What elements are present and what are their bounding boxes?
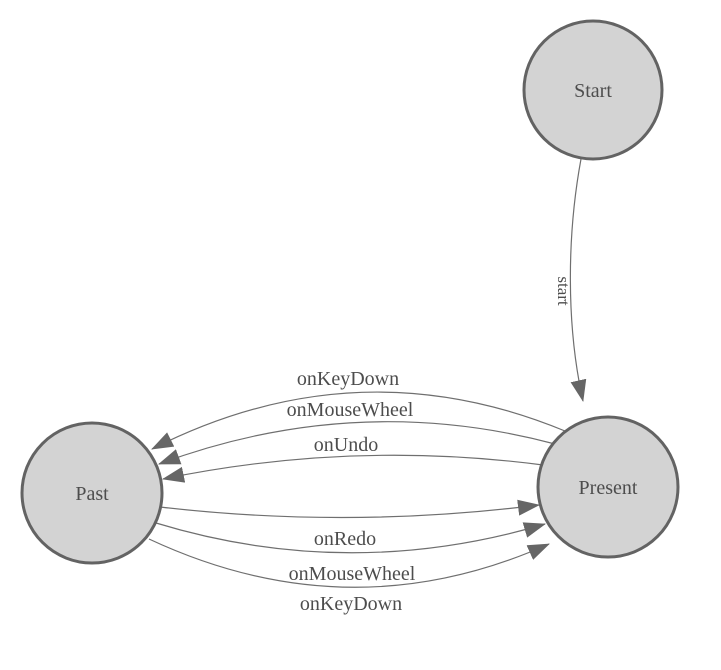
edge-present-to-past-onkeydown[interactable]	[151, 391, 566, 450]
node-present[interactable]: Present	[536, 415, 680, 559]
edge-label-onmousewheel-bottom: onMouseWheel	[289, 563, 416, 585]
edge-past-to-present-onkeydown[interactable]	[148, 538, 550, 588]
node-start-label: Start	[574, 80, 612, 102]
edge-label-onkeydown-top: onKeyDown	[297, 368, 399, 390]
edge-past-to-present-onmousewheel[interactable]	[155, 522, 546, 554]
node-past-label: Past	[75, 483, 109, 505]
edge-label-onredo: onRedo	[314, 528, 376, 550]
node-past-circle[interactable]	[20, 421, 164, 565]
edge-past-to-present-onredo[interactable]	[159, 499, 540, 519]
edge-label-onundo: onUndo	[314, 434, 378, 456]
edge-present-to-past-onundo[interactable]	[162, 454, 544, 483]
node-present-label: Present	[579, 477, 638, 499]
node-start[interactable]: Start	[522, 19, 664, 161]
node-start-circle[interactable]	[522, 19, 664, 161]
node-present-circle[interactable]	[536, 415, 680, 559]
node-past[interactable]: Past	[20, 421, 164, 565]
edge-label-onkeydown-bottom: onKeyDown	[300, 593, 402, 615]
edge-label-start: start	[554, 276, 573, 306]
edge-label-onmousewheel-top: onMouseWheel	[287, 399, 414, 421]
edge-start-to-present[interactable]	[569, 158, 587, 402]
edge-present-to-past-onmousewheel[interactable]	[158, 421, 556, 465]
